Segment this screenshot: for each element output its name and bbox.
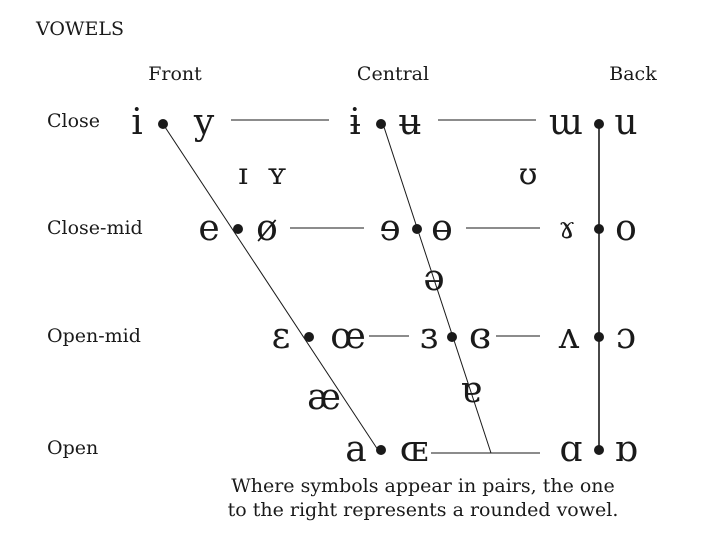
- dot-open-mid-central: [447, 332, 457, 342]
- vowel-close-mid-back-rounded: o: [615, 208, 637, 249]
- column-header-back: Back: [609, 63, 657, 85]
- vowel-open-mid-central-rounded: ɞ: [469, 316, 491, 357]
- vowel-open-front-rounded: ɶ: [400, 429, 428, 470]
- column-header-front: Front: [148, 63, 202, 85]
- vowel-open-mid-back-rounded: ɔ: [616, 316, 636, 357]
- vowel-close-front-unrounded: i: [131, 102, 143, 143]
- dot-close-back: [594, 119, 604, 129]
- vowel-open-mid-front-unrounded: ɛ: [272, 316, 291, 357]
- footnote-line-2: to the right represents a rounded vowel.: [228, 499, 619, 521]
- front-edge-line: [162, 123, 381, 454]
- vowel-close-mid-front-unrounded: e: [198, 208, 219, 249]
- vowel-close-back-unrounded: ɯ: [549, 102, 583, 143]
- vowel-near-close-front-rounded: ʏ: [267, 157, 287, 192]
- vowel-mid-central: ə: [423, 258, 444, 299]
- dot-close-mid-back: [594, 224, 604, 234]
- vowel-close-back-rounded: u: [614, 102, 637, 143]
- vowel-open-back-unrounded: ɑ: [559, 429, 582, 470]
- vowel-open-back-rounded: ɒ: [614, 429, 637, 470]
- vowel-open-front-unrounded: a: [345, 429, 366, 470]
- dot-close-mid-front: [233, 224, 243, 234]
- chart-title: VOWELS: [35, 18, 124, 40]
- dot-open-front: [376, 445, 386, 455]
- vowel-near-open-central: ɐ: [460, 370, 481, 411]
- vowel-trapezoid-lines: [162, 119, 600, 454]
- row-label-close-mid: Close-mid: [47, 217, 143, 239]
- vowel-close-central-unrounded: ɨ: [349, 102, 361, 143]
- row-label-open-mid: Open-mid: [47, 325, 141, 347]
- vowel-near-close-back-rounded: ʊ: [519, 157, 538, 192]
- vowel-close-mid-central-unrounded: ɘ: [379, 208, 400, 249]
- central-edge-line: [382, 123, 492, 454]
- dot-open-mid-back: [594, 332, 604, 342]
- dot-close-front: [158, 119, 168, 129]
- column-header-central: Central: [357, 63, 429, 85]
- vowel-close-mid-front-rounded: ø: [256, 208, 278, 249]
- vowel-close-central-rounded: ʉ: [398, 102, 421, 143]
- row-label-open: Open: [47, 437, 98, 459]
- vowel-open-mid-back-unrounded: ʌ: [558, 316, 580, 357]
- vowel-open-mid-front-rounded: œ: [330, 316, 366, 357]
- dot-close-mid-central: [412, 224, 422, 234]
- vowel-close-front-rounded: y: [193, 102, 215, 143]
- vowel-close-mid-back-unrounded: ɤ: [559, 211, 576, 246]
- vowel-near-close-front-unrounded: ɪ: [238, 157, 248, 192]
- vowel-close-mid-central-rounded: ɵ: [431, 208, 453, 249]
- footnote-line-1: Where symbols appear in pairs, the one: [231, 475, 615, 497]
- dot-close-central: [376, 119, 386, 129]
- vowel-open-mid-central-unrounded: ɜ: [420, 316, 438, 357]
- dot-open-back: [594, 445, 604, 455]
- vowel-dots: [158, 119, 604, 455]
- dot-open-mid-front: [304, 332, 314, 342]
- row-label-close: Close: [47, 110, 100, 132]
- vowel-near-open-front-unrounded: æ: [307, 377, 341, 418]
